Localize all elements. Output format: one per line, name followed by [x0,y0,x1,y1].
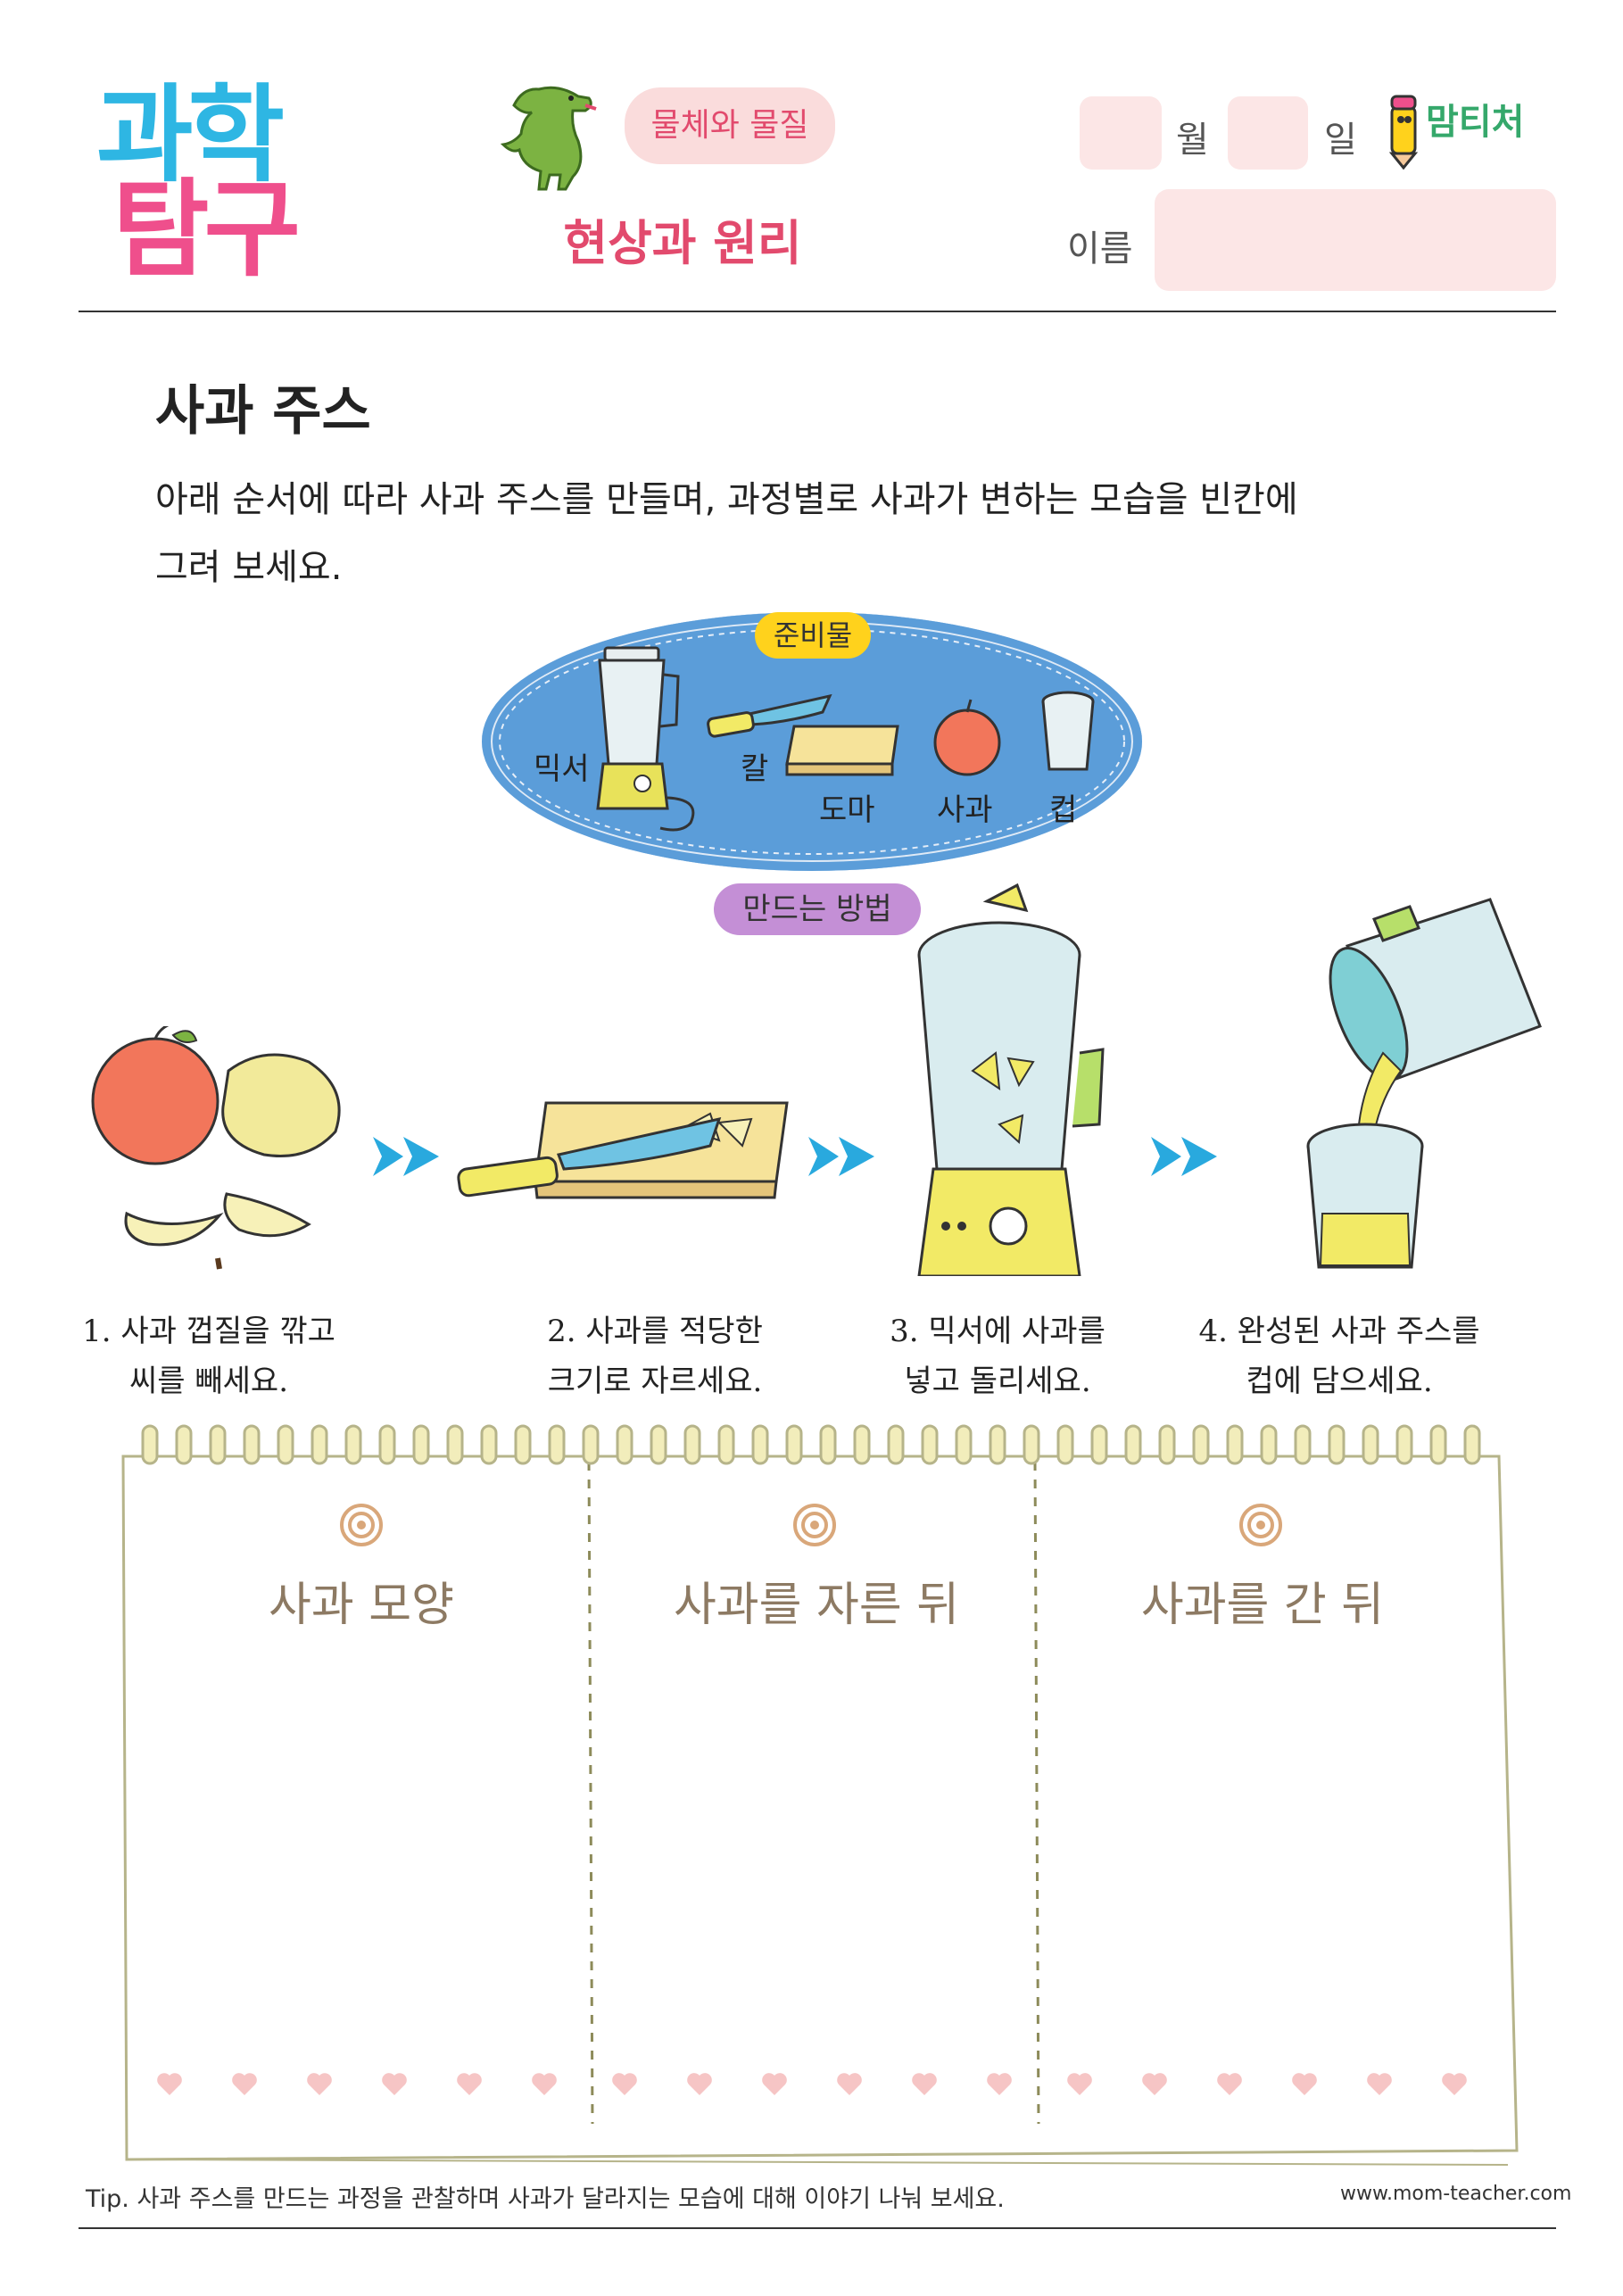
month-label: 월 [1176,120,1209,161]
name-field[interactable] [1155,189,1556,291]
swirl-icon [1239,1504,1282,1546]
drawing-box-1-title: 사과 모양 [269,1579,454,1632]
step-2-line-1: 2. 사과를 적당한 [547,1314,763,1349]
materials-label: 준비물 [755,612,871,659]
logo-line-2: 탐구 [112,168,301,291]
name-label: 이름 [1067,228,1133,269]
logo-line-1: 과학 [96,73,285,196]
heart-decorations [157,2073,1467,2095]
method-label: 만드는 방법 [714,883,921,935]
step-1-caption: 1. 사과 껍질을 깎고 씨를 빼세요. [57,1306,360,1406]
day-field[interactable] [1228,96,1308,170]
step3-blender-illustration [917,883,1105,1276]
step2-cutting-illustration [457,1101,789,1199]
spiral-binding [141,1424,1481,1465]
footer-url: www.mom-teacher.com [1340,2183,1572,2205]
step-3-line-1: 3. 믹서에 사과를 [890,1314,1105,1349]
header-divider [79,311,1556,312]
tip-text: Tip. 사과 주스를 만드는 과정을 관찰하며 사과가 달라지는 모습에 대해… [86,2185,1005,2213]
material-knife-label: 칼 [741,751,769,787]
subject-title: 현상과 원리 [563,215,802,271]
cutting-board-icon [785,725,899,776]
drawing-box-2-title: 사과를 자른 뒤 [673,1579,960,1632]
dinosaur-icon [500,86,597,191]
step1-apple-illustration [91,1026,341,1270]
step-2-caption: 2. 사과를 적당한 크기로 자르세요. [503,1306,807,1406]
blender-icon [596,646,695,832]
step-arrow-1 [373,1137,439,1176]
instruction-line-2: 그려 보세요. [155,547,343,588]
step-1-line-1: 1. 사과 껍질을 깎고 [82,1314,335,1349]
step-arrow-2 [808,1137,874,1176]
material-cup-label: 컵 [1049,792,1078,828]
material-apple-label: 사과 [937,792,993,828]
brand-logo: 맘티처 [1426,102,1525,143]
instruction: 아래 순서에 따라 사과 주스를 만들며, 과정별로 사과가 변하는 모습을 빈… [155,466,1458,601]
drawing-box-3-title: 사과를 간 뒤 [1140,1579,1385,1632]
topic-badge: 물체와 물질 [625,87,835,164]
material-board-label: 도마 [819,792,875,828]
footer-divider [79,2227,1556,2229]
materials-dashed-border [499,628,1125,855]
page-title: 사과 주스 [155,380,371,443]
step-3-line-2: 넣고 돌리세요. [904,1364,1091,1399]
step4-pouring-illustration [1306,898,1542,1269]
step-4-line-2: 컵에 담으세요. [1246,1364,1433,1399]
drawing-area-1[interactable] [134,1642,580,2052]
step-4-caption: 4. 완성된 사과 주스를 컵에 담으세요. [1165,1306,1513,1406]
knife-icon [707,693,832,738]
step-1-line-2: 씨를 빼세요. [128,1364,288,1399]
swirl-icon [793,1504,836,1546]
step-4-line-1: 4. 완성된 사과 주스를 [1198,1314,1480,1349]
step-2-line-2: 크기로 자르세요. [547,1364,763,1399]
drawing-area-2[interactable] [603,1642,1031,2052]
drawing-area-3[interactable] [1049,1642,1486,2052]
month-field[interactable] [1080,96,1162,170]
cup-icon [1041,691,1095,771]
step-3-caption: 3. 믹서에 사과를 넣고 돌리세요. [846,1306,1149,1406]
step-arrow-3 [1151,1137,1217,1176]
swirl-icon [340,1504,383,1546]
material-blender-label: 믹서 [534,751,590,787]
apple-icon [933,699,1001,776]
pencil-mascot-icon [1388,95,1419,170]
instruction-line-1: 아래 순서에 따라 사과 주스를 만들며, 과정별로 사과가 변하는 모습을 빈… [155,479,1298,520]
day-label: 일 [1324,120,1357,161]
notebook-paper [121,1455,1519,2166]
